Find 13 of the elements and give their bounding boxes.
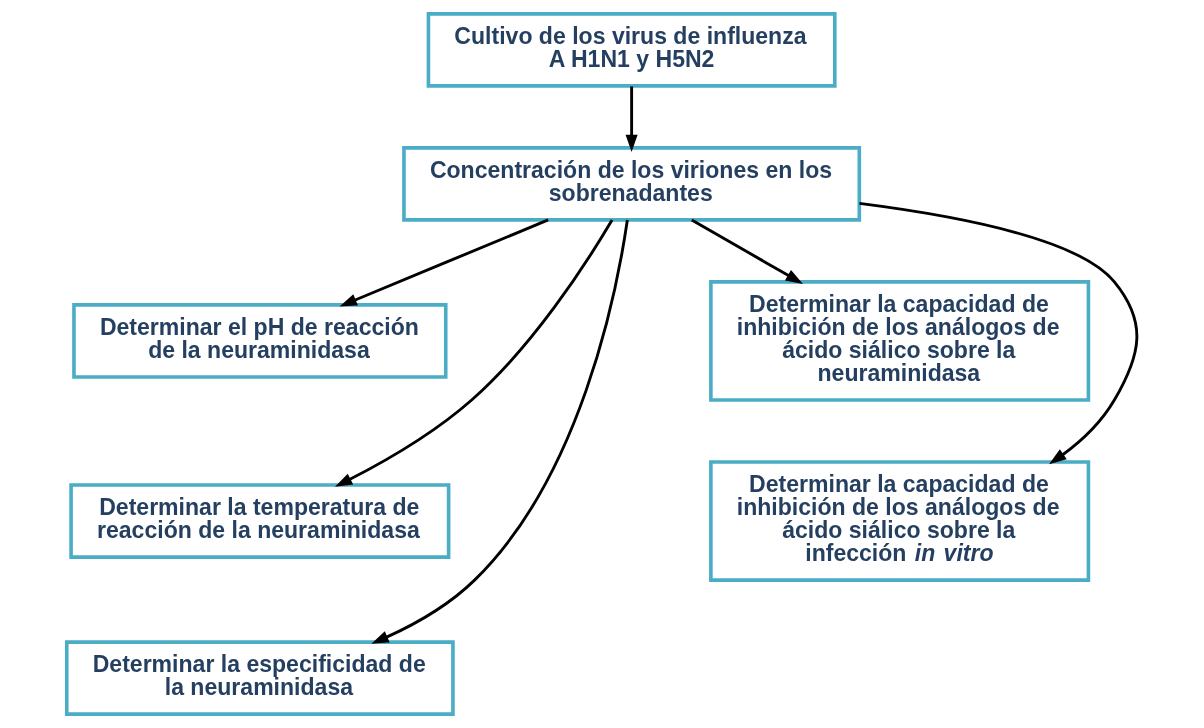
node-box: Concentración de los viriones en los sobrenadantes [402,146,862,222]
arrow [859,202,1139,465]
node-box: Cultivo de los virus de influenza A H1N1 y H5N2 [426,12,837,88]
arrow [339,218,549,307]
node-box: Determinar la capacidad de inhibición de los análogos de ácido siálico sobre la infección in vitro [709,460,1091,582]
node-box: Determinar la capacidad de inhibición de los análogos de ácido siálico sobre la neuraminidasa [709,280,1091,402]
node-box: Determinar la especificidad de la neuraminidasa [64,640,455,716]
arrow [625,86,638,152]
node-box: Determinar el pH de reacción de la neuraminidasa [72,303,448,379]
arrow [371,219,629,644]
arrow [335,219,614,487]
node-box: Determinar la temperatura de reacción de la neuraminidasa [69,483,451,559]
arrow [691,218,803,284]
